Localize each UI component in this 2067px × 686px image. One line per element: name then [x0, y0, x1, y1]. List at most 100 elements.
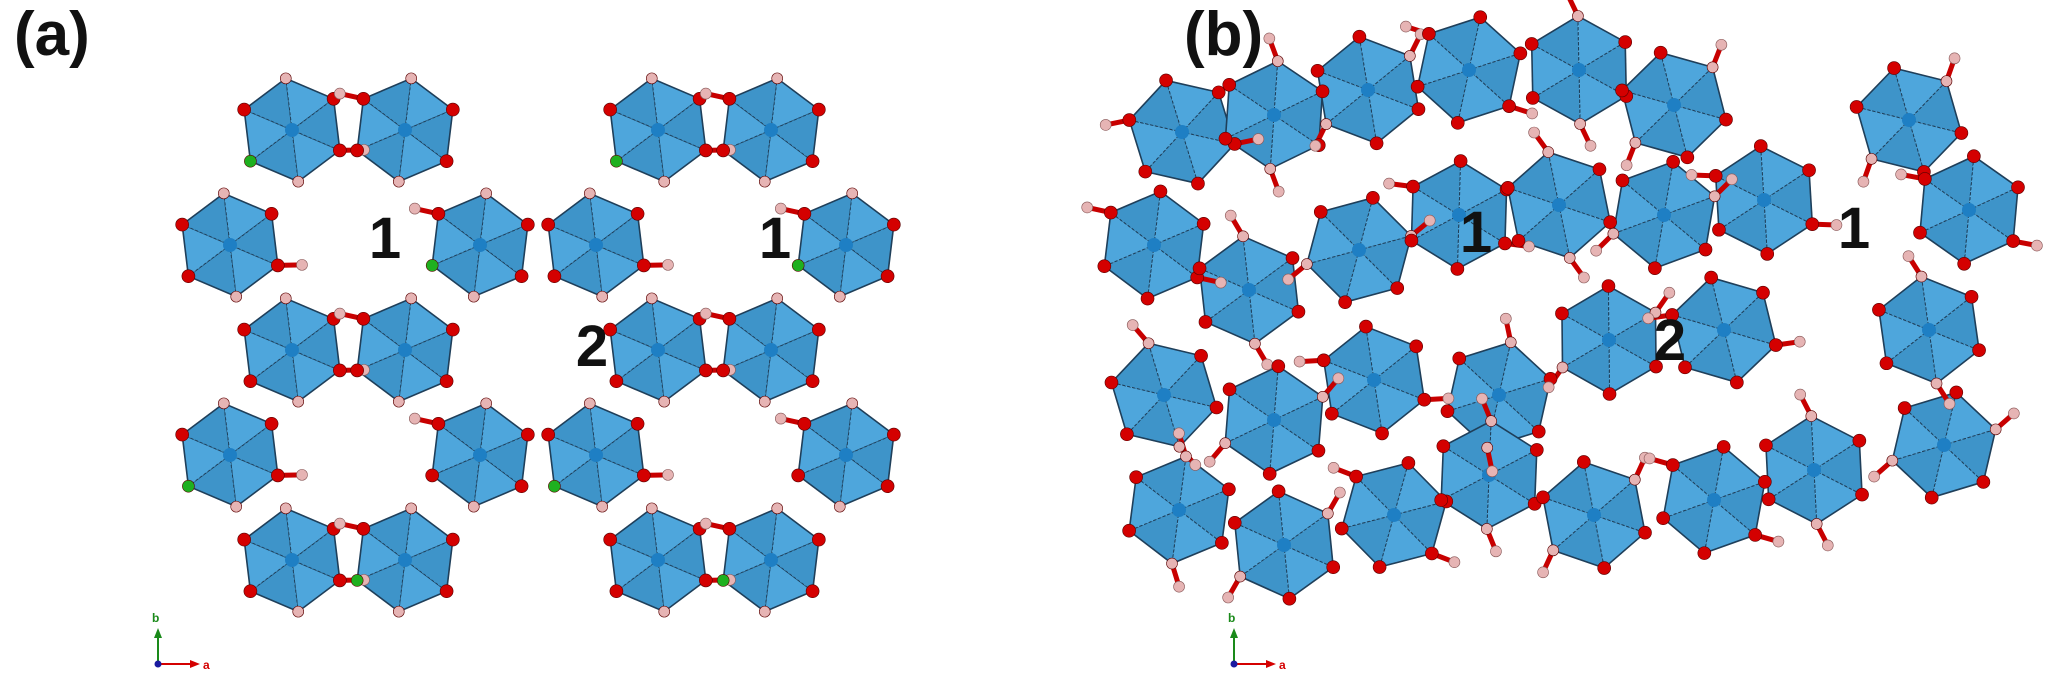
metal-atom: [764, 123, 778, 137]
oxygen-atom: [722, 311, 737, 326]
octahedron: [609, 507, 707, 613]
oxygen-atom: [1194, 348, 1208, 363]
oxygen-atom: [2011, 180, 2025, 195]
hydrogen-atom: [1504, 336, 1517, 349]
oxygen-atom: [237, 532, 251, 547]
oxygen-atom: [1536, 490, 1550, 505]
hydrogen-atom: [292, 605, 305, 618]
cavity-label-1-right-b: 1: [1838, 196, 1870, 261]
metal-atom: [398, 123, 412, 137]
octahedron: [1128, 455, 1230, 565]
oxygen-atom: [1352, 29, 1367, 44]
oxygen-atom: [1425, 546, 1439, 561]
oxygen-atom: [812, 322, 826, 337]
oxygen-atom: [722, 521, 737, 536]
metal-atom: [839, 238, 853, 252]
oxygen-atom: [1602, 387, 1617, 401]
hydrogen-atom: [775, 202, 787, 215]
oxygen-atom: [1452, 351, 1467, 366]
octahedron: [431, 192, 529, 298]
oxygen-atom: [1198, 315, 1213, 329]
hydrogen-atom: [230, 500, 243, 513]
hydrogen-atom: [833, 500, 846, 513]
octahedron-facet: [291, 97, 341, 152]
metal-atom: [1387, 508, 1401, 522]
oxygen-atom: [237, 102, 251, 117]
oxygen-atom: [1855, 487, 1869, 502]
hydrogen-atom: [1203, 455, 1216, 468]
oxygen-atom: [1498, 236, 1512, 251]
octahedron: [243, 297, 341, 403]
hydrogen-atom: [596, 500, 609, 513]
hydrogen-atom: [700, 307, 712, 320]
oxygen-atom: [1285, 251, 1300, 265]
metal-atom: [1707, 493, 1721, 507]
oxygen-atom: [1410, 79, 1425, 94]
oxygen-atom: [603, 102, 617, 117]
hydrogen-atom: [1173, 427, 1185, 440]
oxygen-atom: [1271, 484, 1286, 499]
oxygen-atom: [1712, 222, 1726, 237]
hydrogen-atom: [658, 395, 671, 408]
oxygen-atom: [1324, 406, 1339, 421]
oxygen-atom: [1211, 85, 1226, 100]
hydrogen-atom: [1821, 539, 1834, 552]
oxygen-atom: [1678, 360, 1692, 375]
oxygen-atom: [1802, 163, 1816, 178]
octahedron: [1541, 461, 1647, 569]
oxygen-atom: [1524, 37, 1539, 51]
crystal-structure-a: 1 1 2 b a: [152, 72, 901, 672]
oxygen-atom: [1531, 424, 1546, 439]
metal-atom: [1922, 323, 1936, 337]
octahedron: [356, 507, 454, 613]
oxygen-atom: [1436, 439, 1451, 453]
octahedron: [1224, 365, 1324, 475]
oxygen-atom: [1648, 261, 1662, 276]
hydrogen-atom: [1868, 470, 1880, 483]
oxygen-atom: [1366, 191, 1380, 205]
metal-atom: [1175, 125, 1189, 139]
hydrogen-atom: [1316, 391, 1329, 403]
oxygen-atom: [630, 416, 645, 431]
hydrogen-atom: [1643, 452, 1656, 465]
hydrogen-atom: [1272, 185, 1285, 198]
oxygen-atom: [350, 363, 364, 378]
hydrogen-atom: [700, 517, 712, 530]
oxygen-atom: [1887, 61, 1901, 75]
octahedron: [547, 402, 645, 508]
oxygen-atom: [1191, 176, 1205, 191]
hydrogen-atom: [846, 187, 859, 200]
hydrogen-atom: [662, 469, 674, 481]
hydrogen-atom: [1574, 118, 1586, 130]
hydrogen-atom: [217, 397, 230, 410]
oxygen-atom: [630, 206, 645, 221]
hydrogen-atom: [2031, 239, 2043, 252]
oxygen-atom: [1719, 112, 1733, 127]
hydrogen-atom: [1542, 146, 1555, 158]
oxygen-atom: [1222, 77, 1237, 92]
oxygen-atom: [1760, 247, 1775, 261]
hydrogen-atom: [1578, 271, 1590, 284]
oxygen-atom: [716, 143, 730, 158]
oxygen-atom: [1525, 91, 1540, 105]
hydrogen-atom: [405, 292, 418, 305]
hydrogen-atom: [1224, 209, 1237, 222]
oxygen-atom: [1949, 385, 1964, 400]
hydrogen-atom: [1383, 177, 1395, 190]
octahedron: [1103, 190, 1205, 300]
metal-atom: [398, 553, 412, 567]
oxygen-atom: [609, 374, 624, 389]
hydrogen-atom: [1772, 535, 1785, 548]
oxygen-atom: [1618, 35, 1633, 49]
hydrogen-atom: [658, 605, 671, 618]
octahedron: [356, 297, 454, 403]
oxygen-atom: [1872, 302, 1886, 317]
hydrogen-atom: [467, 500, 480, 513]
hydrogen-atom: [1563, 252, 1576, 264]
metal-atom: [1242, 283, 1256, 297]
octahedron: [1560, 285, 1658, 395]
oxygen-atom: [1649, 359, 1663, 374]
oxygen-atom: [1716, 440, 1731, 454]
oxygen-atom: [1918, 172, 1932, 186]
oxygen-atom: [1159, 73, 1173, 88]
